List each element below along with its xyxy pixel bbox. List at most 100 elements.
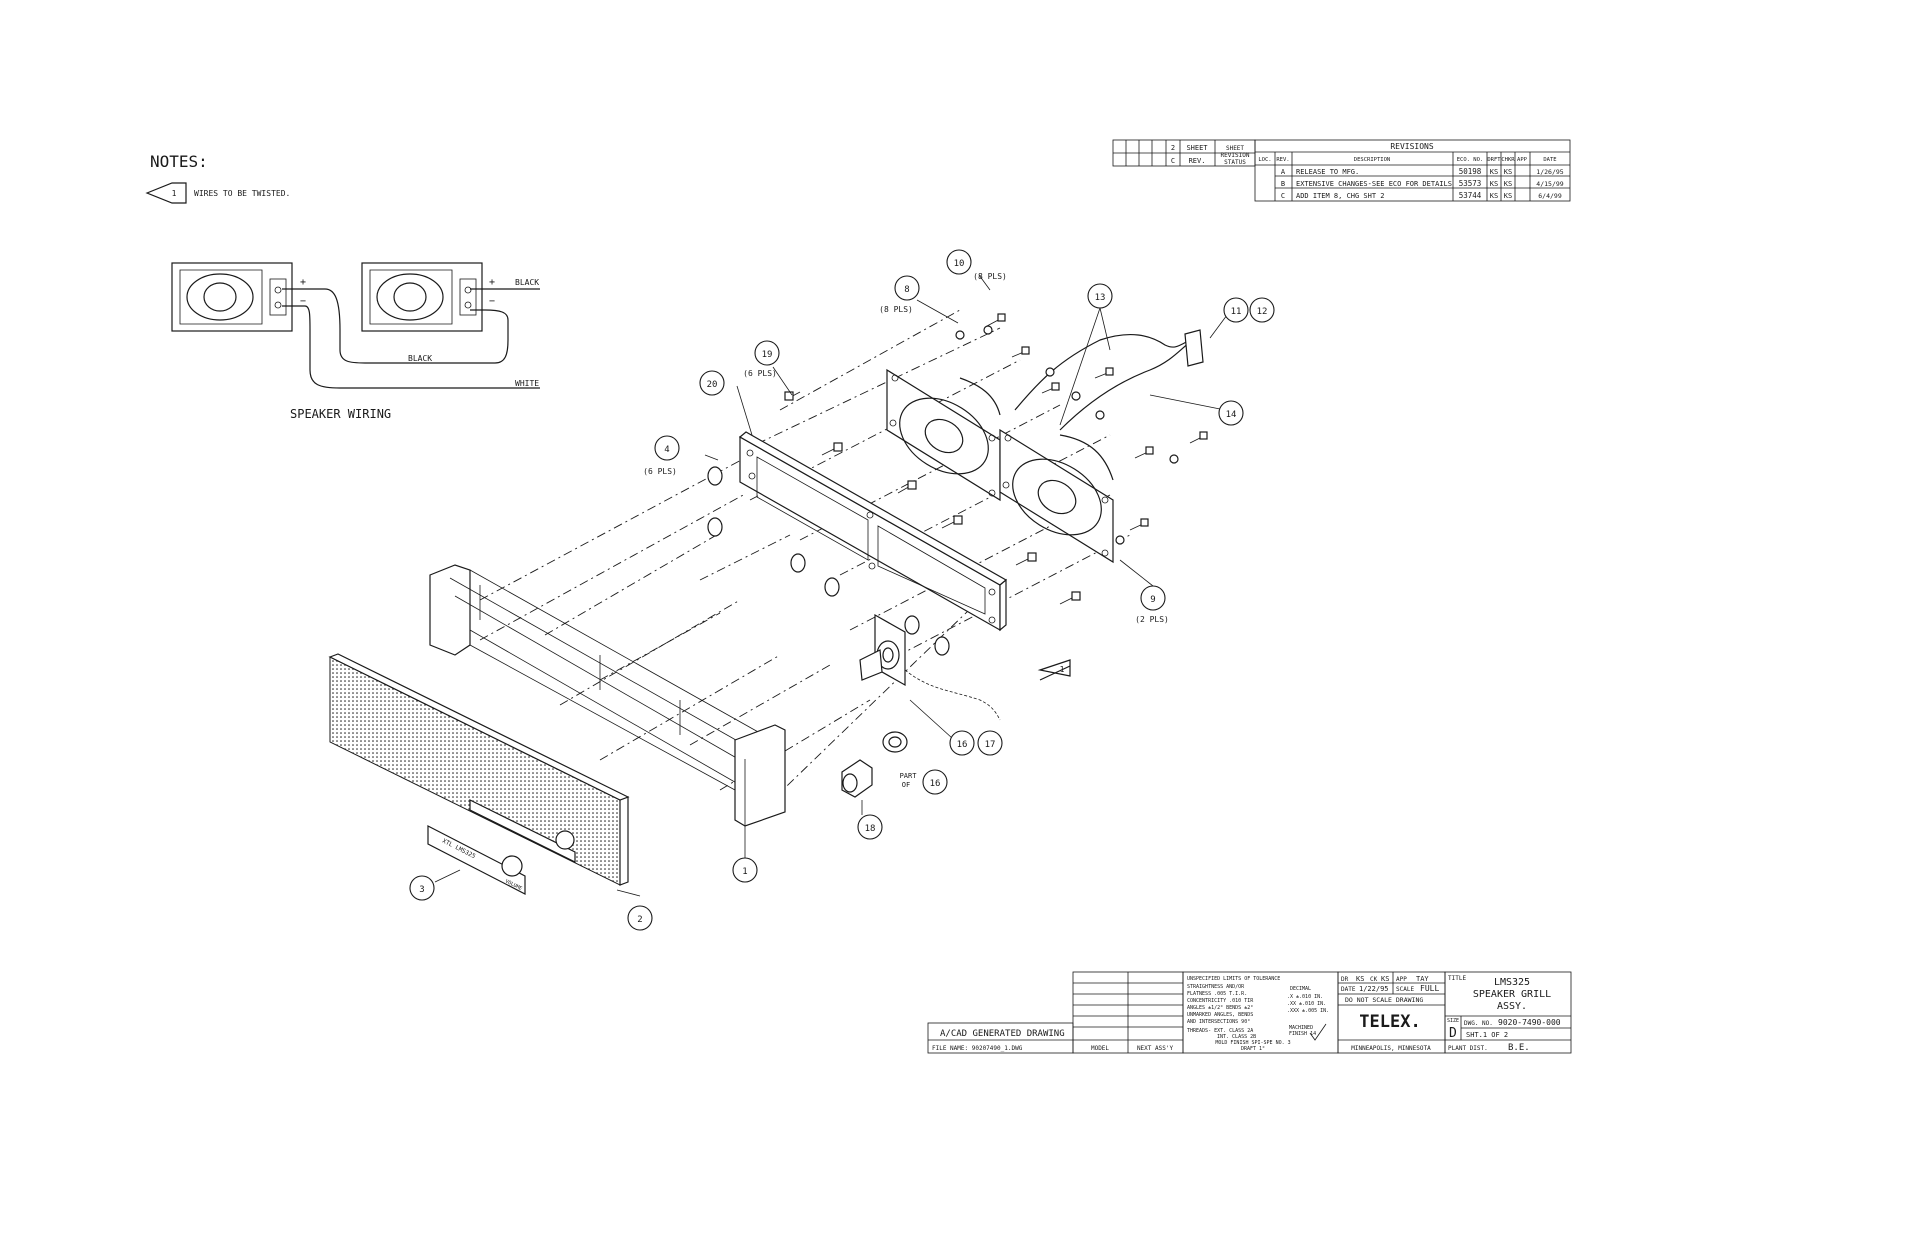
- notes-title: NOTES:: [150, 152, 208, 171]
- next-assy-label: NEXT ASS'Y: [1137, 1045, 1174, 1052]
- svg-text:(8 PLS): (8 PLS): [879, 305, 913, 314]
- callout-20: 20: [699, 370, 725, 396]
- callout-18: 18: [857, 814, 883, 840]
- revision-description-cell: EXTENSIVE CHANGES-SEE ECO FOR DETAILS: [1296, 180, 1452, 188]
- status-line-1: SHEET: [1226, 145, 1244, 152]
- revisions-header-cell: DATE: [1543, 157, 1556, 163]
- hardware-screws: [784, 313, 1208, 605]
- svg-text:16: 16: [957, 740, 968, 750]
- sheet-number: 2: [1171, 144, 1175, 152]
- drawing-title-line: SPEAKER GRILL: [1473, 989, 1551, 1000]
- note-flag-callout: 1: [1037, 659, 1071, 681]
- revisions-header-cell: DRFT: [1487, 157, 1501, 163]
- tolerance-line: FLATNESS .005 T.I.R.: [1187, 991, 1247, 997]
- speaker-a-icon: [171, 262, 293, 332]
- status-line-2: REVISION: [1221, 152, 1250, 159]
- note-flag-icon: [145, 182, 187, 204]
- callout-1: 1: [732, 857, 758, 883]
- grill-part: [328, 653, 630, 886]
- svg-text:9: 9: [1150, 595, 1155, 605]
- note-text: WIRES TO BE TWISTED.: [194, 189, 290, 198]
- thread-line: INT. CLASS 2B: [1217, 1034, 1256, 1040]
- speaker-b-icon: [361, 262, 483, 332]
- model-label: MODEL: [1091, 1045, 1109, 1052]
- revision-rev-cell: C: [1281, 192, 1285, 200]
- app-label: APP: [1396, 976, 1407, 983]
- drawing-title-line: LMS325: [1494, 977, 1530, 988]
- speaker-cable: [1014, 334, 1191, 411]
- callout-13: 13: [1087, 283, 1113, 309]
- revisions-header-cell: CHKR: [1501, 157, 1515, 163]
- wire-label-black-top: BLACK: [515, 278, 539, 287]
- decimal-line: .X ±.010 IN.: [1287, 994, 1323, 1000]
- decimal-line: .XX ±.010 IN.: [1287, 1001, 1326, 1007]
- size-label: SIZE: [1447, 1018, 1459, 1024]
- svg-text:(6 PLS): (6 PLS): [643, 467, 677, 476]
- svg-text:18: 18: [865, 824, 876, 834]
- tolerance-title: UNSPECIFIED LIMITS OF TOLERANCE: [1187, 976, 1280, 982]
- svg-text:19: 19: [762, 350, 773, 360]
- callout-17: 17: [977, 730, 1003, 756]
- speaker-right-part: [999, 428, 1114, 564]
- svg-text:3: 3: [419, 885, 424, 895]
- svg-text:2: 2: [637, 915, 642, 925]
- revision-rev-cell: B: [1281, 180, 1285, 188]
- decimal-line: .XXX ±.005 IN.: [1287, 1008, 1329, 1014]
- revision-description-cell: RELEASE TO MFG.: [1296, 168, 1359, 176]
- revision-date-cell: 1/26/95: [1536, 168, 1563, 176]
- revisions-header-cell: APP: [1517, 157, 1528, 163]
- decimal-lines: .X ±.010 IN..XX ±.010 IN..XXX ±.005 IN.: [1287, 994, 1329, 1014]
- callout-10: 10 (8 PLS): [946, 249, 1007, 281]
- svg-text:OF: OF: [902, 781, 910, 789]
- revision-chkr-cell: KS: [1504, 192, 1512, 200]
- revisions-header-cell: DESCRIPTION: [1354, 157, 1390, 163]
- machined-line: MACHINED: [1289, 1025, 1313, 1031]
- mold-line: MOLD FINISH SPI-SPE NO. 3: [1215, 1040, 1290, 1046]
- chassis-frame-part: [429, 564, 786, 827]
- connector-part: [1184, 329, 1204, 367]
- plant-value: B.E.: [1508, 1043, 1530, 1053]
- speaker-b-minus: −: [489, 296, 495, 307]
- callout-9: 9 (2 PLS): [1135, 585, 1169, 624]
- app-value: TAY: [1416, 975, 1429, 983]
- callout-8: 8 (8 PLS): [879, 275, 920, 314]
- rev-letter: C: [1171, 157, 1175, 165]
- svg-text:12: 12: [1257, 307, 1268, 317]
- callout-12: 12: [1249, 297, 1275, 323]
- no-scale-note: DO NOT SCALE DRAWING: [1345, 996, 1423, 1004]
- svg-text:17: 17: [985, 740, 996, 750]
- revision-chkr-cell: KS: [1504, 180, 1512, 188]
- speaker-a-minus: −: [300, 296, 306, 307]
- checkmark-icon: [1309, 1023, 1327, 1041]
- mold-line: DRAFT 1°: [1241, 1046, 1265, 1052]
- revisions-header-cell: ECO. NO.: [1457, 157, 1484, 163]
- revision-chkr-cell: KS: [1504, 168, 1512, 176]
- machined-line: FINISH 14: [1289, 1031, 1316, 1037]
- svg-text:14: 14: [1226, 410, 1237, 420]
- callout-leaders: [434, 274, 1231, 897]
- callout-19: 19 (6 PLS): [743, 340, 780, 378]
- callout-11: 11: [1223, 297, 1249, 323]
- revisions-header-cell: LOC.: [1258, 157, 1271, 163]
- callout-16b: 16 PART OF: [900, 769, 948, 795]
- revision-status-block: 2 SHEET C REV. SHEET REVISION STATUS: [1112, 139, 1256, 167]
- title-block: A/CAD GENERATED DRAWING FILE NAME: 90207…: [927, 971, 1572, 1054]
- tolerance-line: AND INTERSECTIONS 90°: [1187, 1019, 1250, 1025]
- wiring-title: SPEAKER WIRING: [290, 407, 391, 421]
- speaker-wiring-diagram: + − + − BLACK BLACK WHITE SPEAKER WIRING: [171, 262, 540, 421]
- date-label: DATE: [1341, 986, 1356, 993]
- svg-text:(6 PLS): (6 PLS): [743, 369, 777, 378]
- cad-label: A/CAD GENERATED DRAWING: [940, 1029, 1065, 1039]
- revision-date-cell: 4/15/99: [1536, 180, 1563, 188]
- tolerance-line: ANGLES ±1/2° BENDS ±2°: [1187, 1005, 1253, 1011]
- jack-assembly-part: [841, 613, 1001, 798]
- plant-label: PLANT DIST.: [1448, 1045, 1488, 1052]
- revision-description-cell: ADD ITEM 8, CHG SHT 2: [1296, 192, 1385, 200]
- revision-eco-cell: 53744: [1459, 191, 1482, 200]
- callout-balloons: 1 2 3 4 (6 PLS) 8 (8 PLS) 9 (2 PLS) 10 (…: [409, 249, 1275, 931]
- speaker-cable-2: [1059, 341, 1191, 431]
